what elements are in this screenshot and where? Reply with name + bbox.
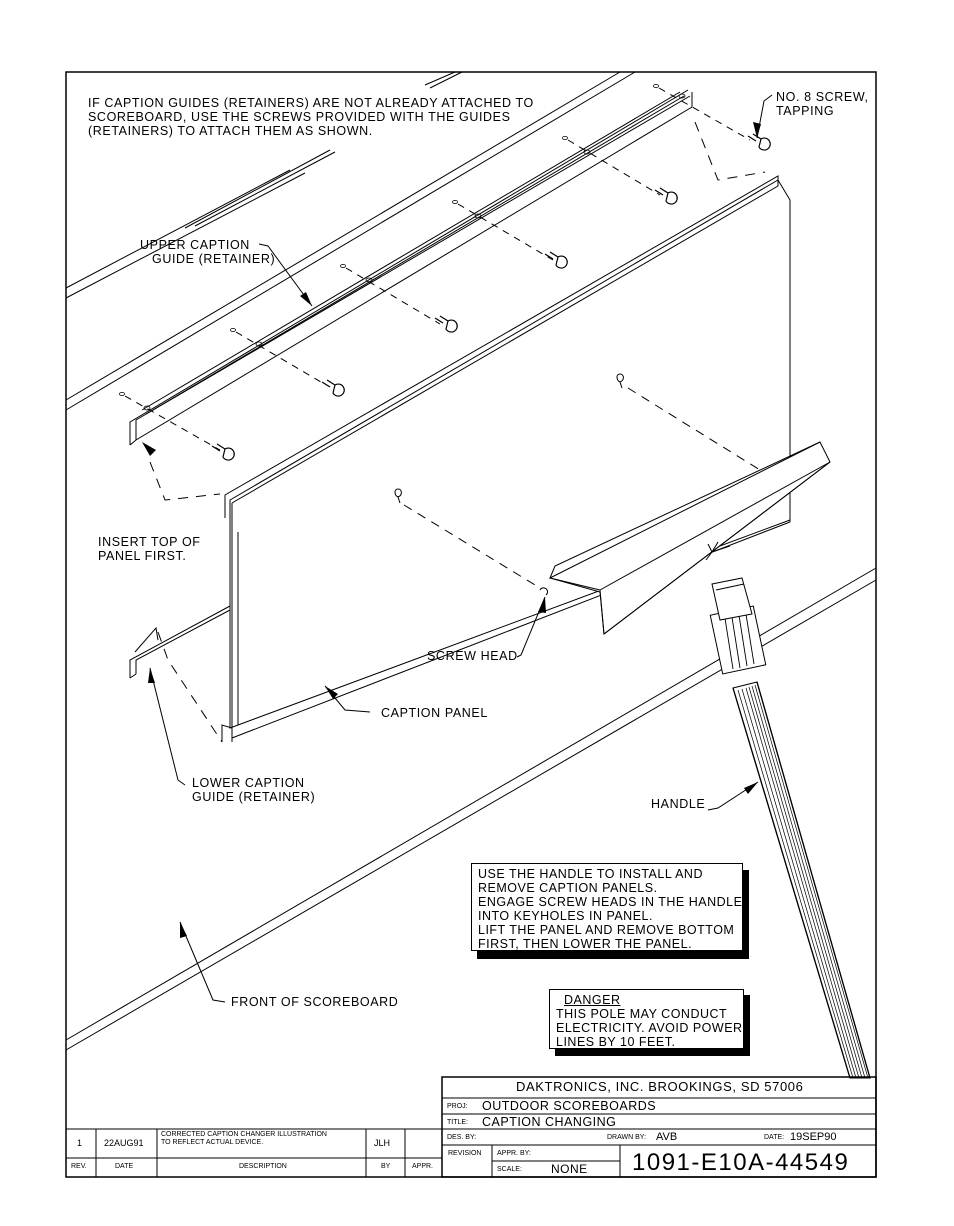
note-line: (RETAINERS) TO ATTACH THEM AS SHOWN.: [88, 124, 373, 138]
date-label: DATE:: [764, 1134, 785, 1141]
des-label: DES. BY:: [447, 1134, 477, 1141]
label-line: GUIDE (RETAINER): [192, 790, 316, 804]
screw-alignment-dashes: [124, 87, 751, 451]
rev-row-number: 1: [77, 1138, 83, 1148]
proj-label: PROJ:: [447, 1103, 468, 1110]
proj-value: OUTDOOR SCOREBOARDS: [482, 1099, 657, 1113]
rev-header-appr: APPR.: [412, 1163, 434, 1170]
description-line: TO REFLECT ACTUAL DEVICE.: [161, 1139, 264, 1146]
description-line: CORRECTED CAPTION CHANGER ILLUSTRATION: [161, 1131, 327, 1138]
title-label: TITLE:: [447, 1119, 469, 1126]
label-line: UPPER CAPTION: [140, 238, 250, 252]
company-line: DAKTRONICS, INC. BROOKINGS, SD 57006: [516, 1079, 804, 1094]
label-line: NO. 8 SCREW,: [776, 90, 869, 104]
box-line: LINES BY 10 FEET.: [556, 1035, 676, 1049]
label-line: TAPPING: [776, 104, 835, 118]
front-of-scoreboard-label: FRONT OF SCOREBOARD: [231, 995, 399, 1009]
upper-guide-label: UPPER CAPTION GUIDE (RETAINER): [140, 238, 275, 266]
panel-keyholes: [394, 373, 624, 504]
leader-arrowheads: [142, 122, 761, 938]
rev-header-description: DESCRIPTION: [239, 1163, 287, 1170]
wing-screw: [705, 541, 731, 561]
box-line: INTO KEYHOLES IN PANEL.: [478, 909, 653, 923]
title-block-lines: [441, 1076, 877, 1178]
drawing-number: 1091-E10A-44549: [632, 1149, 850, 1176]
box-line: THIS POLE MAY CONDUCT: [556, 1007, 728, 1021]
box-line: ENGAGE SCREW HEADS IN THE HANDLE: [478, 895, 743, 909]
drawn-value: AVB: [656, 1131, 678, 1143]
screw-head-label: SCREW HEAD: [427, 649, 518, 663]
note-line: SCOREBOARD, USE THE SCREWS PROVIDED WITH…: [88, 110, 511, 124]
revision-label: REVISION: [448, 1150, 482, 1157]
label-line: INSERT TOP OF: [98, 535, 201, 549]
danger-box: DANGER THIS POLE MAY CONDUCT ELECTRICITY…: [549, 989, 744, 1049]
insert-label: INSERT TOP OF PANEL FIRST.: [98, 535, 201, 563]
upper-caption-guide: [129, 89, 693, 446]
date-value: 19SEP90: [790, 1131, 837, 1143]
screw-label: NO. 8 SCREW, TAPPING: [776, 90, 869, 118]
rev-row-by: JLH: [374, 1138, 391, 1148]
drawn-label: DRAWN BY:: [607, 1134, 647, 1141]
label-line: PANEL FIRST.: [98, 549, 187, 563]
handle-label: HANDLE: [651, 797, 706, 811]
screw-head-pin: [539, 587, 549, 596]
tapping-screws: [211, 133, 771, 461]
rev-header-by: BY: [381, 1163, 391, 1170]
lower-arrow: [134, 626, 159, 653]
lower-guide-label: LOWER CAPTION GUIDE (RETAINER): [192, 776, 315, 804]
box-line: ELECTRICITY. AVOID POWER: [556, 1021, 743, 1035]
scale-value: NONE: [551, 1162, 588, 1176]
rev-header-rev: REV.: [71, 1163, 87, 1170]
revision-block-lines: [66, 1128, 442, 1177]
lower-caption-guide: [129, 605, 231, 679]
box-line: LIFT THE PANEL AND REMOVE BOTTOM: [478, 923, 735, 937]
usage-instructions-box: USE THE HANDLE TO INSTALL AND REMOVE CAP…: [471, 863, 743, 951]
screw-callout-dash: [694, 121, 766, 181]
caption-panel-label: CAPTION PANEL: [381, 706, 488, 720]
title-value: CAPTION CHANGING: [482, 1115, 617, 1129]
handle-head: [548, 441, 831, 635]
scale-label: SCALE:: [497, 1166, 522, 1173]
rev-row-date: 22AUG91: [104, 1138, 144, 1148]
rev-header-date: DATE: [115, 1163, 134, 1170]
label-line: GUIDE (RETAINER): [152, 252, 276, 266]
handle-pole: [709, 577, 871, 1079]
insert-direction-dash: [157, 631, 223, 743]
note-line: IF CAPTION GUIDES (RETAINERS) ARE NOT AL…: [88, 96, 534, 110]
appr-label: APPR. BY:: [497, 1150, 531, 1157]
upper-guide-dash: [149, 461, 221, 501]
danger-heading: DANGER: [564, 993, 621, 1007]
box-line: FIRST, THEN LOWER THE PANEL.: [478, 937, 693, 951]
top-instruction-note: IF CAPTION GUIDES (RETAINERS) ARE NOT AL…: [88, 96, 534, 138]
label-line: LOWER CAPTION: [192, 776, 305, 790]
scoreboard-top-edge: [65, 71, 636, 411]
rev-row-description: CORRECTED CAPTION CHANGER ILLUSTRATION T…: [161, 1131, 327, 1147]
box-line: REMOVE CAPTION PANELS.: [478, 881, 658, 895]
keyhole-alignment-dashes: [403, 387, 761, 589]
box-line: USE THE HANDLE TO INSTALL AND: [478, 867, 703, 881]
